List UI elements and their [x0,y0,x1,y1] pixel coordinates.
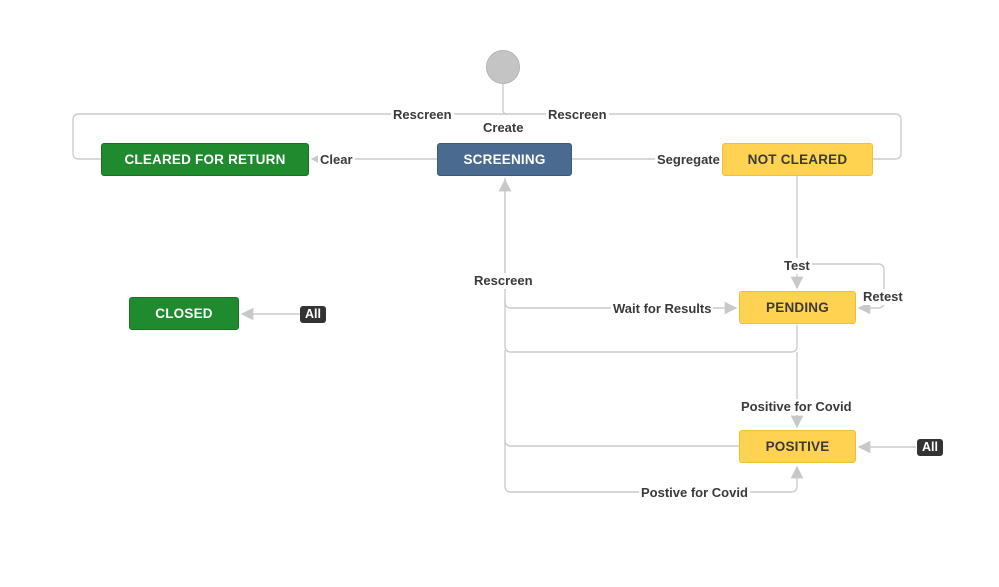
create-connector [502,84,508,115]
transition-rescreen-left[interactable]: Rescreen [391,107,454,123]
retest-connector [797,263,885,315]
transition-postive-for-covid[interactable]: Postive for Covid [639,485,750,501]
status-screening[interactable]: SCREENING [437,143,572,176]
closed-all-badge[interactable]: All [300,306,326,323]
wait-connector [504,178,738,315]
transition-wait-for-results[interactable]: Wait for Results [611,301,714,317]
start-node [486,50,520,84]
transition-clear[interactable]: Clear [318,152,355,168]
transition-positive-for-covid[interactable]: Positive for Covid [739,399,854,415]
positive-return-connector [504,350,739,447]
pending-return-connector [504,300,798,353]
transition-retest[interactable]: Retest [861,289,905,305]
transition-segregate[interactable]: Segregate [655,152,722,168]
transition-test[interactable]: Test [782,258,812,274]
transition-rescreen-right[interactable]: Rescreen [546,107,609,123]
status-cleared-for-return[interactable]: CLEARED FOR RETURN [101,143,309,176]
status-closed[interactable]: CLOSED [129,297,239,330]
transition-create[interactable]: Create [481,120,526,136]
status-not-cleared[interactable]: NOT CLEARED [722,143,873,176]
rescreen-right-connector [503,113,902,160]
positive-all-badge[interactable]: All [917,439,943,456]
status-positive[interactable]: POSITIVE [739,430,856,463]
rescreen-left-connector [72,113,503,160]
transition-rescreen-middle[interactable]: Rescreen [472,273,535,289]
status-pending[interactable]: PENDING [739,291,856,324]
